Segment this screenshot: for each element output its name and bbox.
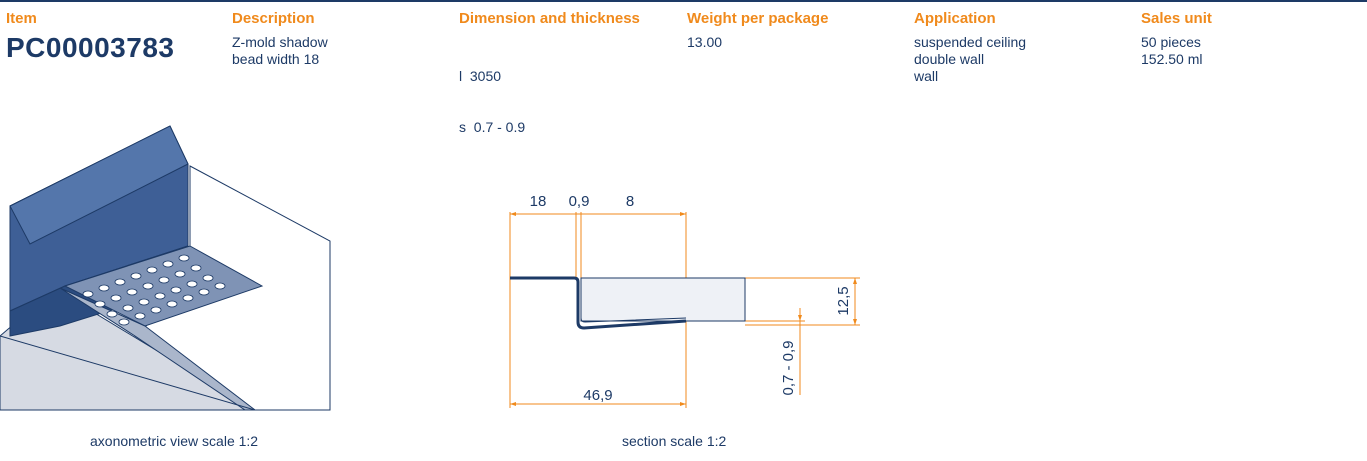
sales-unit-line: 50 pieces [1141, 34, 1201, 50]
dimension-column: Dimension and thickness l 3050 s 0.7 - 0… [459, 10, 640, 170]
sales-unit-line: 152.50 ml [1141, 51, 1203, 67]
item-column: Item PC00003783 [6, 10, 174, 64]
dimension-thickness: s 0.7 - 0.9 [459, 119, 526, 135]
application-line: double wall [914, 51, 985, 67]
application-line: wall [914, 68, 939, 84]
description-line: Z-mold shadow [232, 34, 328, 50]
perforated-flange [63, 245, 264, 327]
top-rule [0, 0, 1367, 2]
ceiling-edge-line [0, 335, 256, 411]
section-caption: section scale 1:2 [622, 433, 727, 449]
dim-8: 8 [626, 193, 634, 210]
dimension-length: l 3050 [459, 68, 502, 84]
axonometric-drawing [0, 125, 331, 411]
flange-edge [59, 287, 257, 411]
profile-inner [580, 282, 687, 323]
dim-18: 18 [530, 193, 547, 210]
dim-0-9: 0,9 [569, 193, 590, 210]
dim-thickness: 0,7 - 0,9 [780, 340, 797, 395]
description-column: Description Z-mold shadow bead width 18 [232, 10, 328, 68]
dim-12-5: 12,5 [835, 286, 852, 315]
description-header: Description [232, 10, 315, 27]
profile-outline [580, 277, 746, 322]
perforation-holes [82, 254, 226, 326]
weight-header: Weight per package [687, 10, 829, 27]
dimension-lines [509, 212, 860, 408]
application-header: Application [914, 10, 996, 27]
axonometric-caption: axonometric view scale 1:2 [90, 433, 259, 449]
item-header: Item [6, 10, 37, 27]
weight-column: Weight per package 13.00 [687, 10, 828, 51]
application-line: suspended ceiling [914, 34, 1027, 50]
dimension-arrows [510, 212, 857, 406]
sales-unit-header: Sales unit [1141, 10, 1212, 27]
description-line: bead width 18 [232, 51, 320, 67]
weight-value: 13.00 [687, 34, 723, 50]
profile-section [510, 276, 687, 330]
section-drawing: 18 0,9 8 46,9 12,5 0,7 - 0,9 [509, 193, 860, 408]
dimension-header: Dimension and thickness [459, 10, 640, 27]
sales-unit-column: Sales unit 50 pieces 152.50 ml [1141, 10, 1212, 68]
item-code: PC00003783 [6, 32, 175, 63]
application-column: Application suspended ceiling double wal… [914, 10, 1026, 85]
profile-top [9, 125, 189, 245]
dim-46-9: 46,9 [583, 387, 612, 404]
